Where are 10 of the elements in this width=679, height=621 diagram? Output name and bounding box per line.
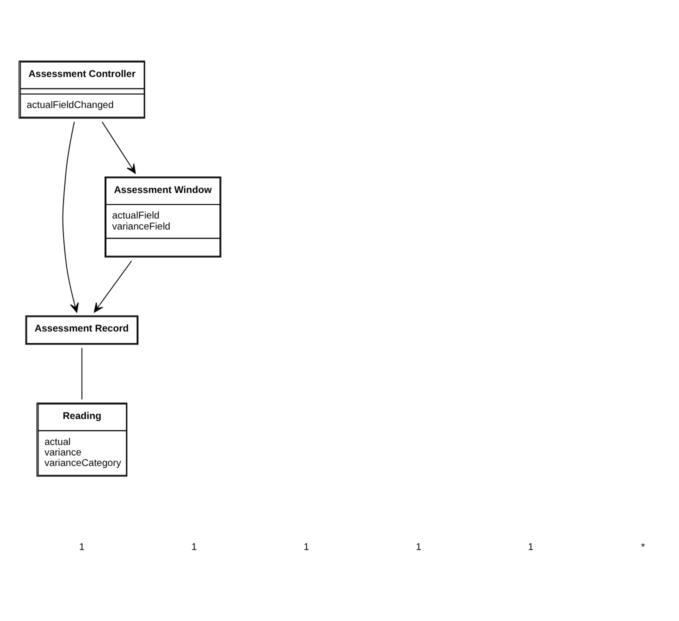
label: 1 <box>528 542 534 553</box>
label: 1 <box>191 542 197 553</box>
arrow <box>62 121 79 313</box>
label: 1 <box>416 542 422 553</box>
label: 1 <box>79 542 85 553</box>
connector <box>81 348 82 400</box>
arrow <box>94 260 132 313</box>
label: 1 <box>304 542 310 553</box>
arrow <box>102 121 136 174</box>
label: * <box>641 542 645 553</box>
